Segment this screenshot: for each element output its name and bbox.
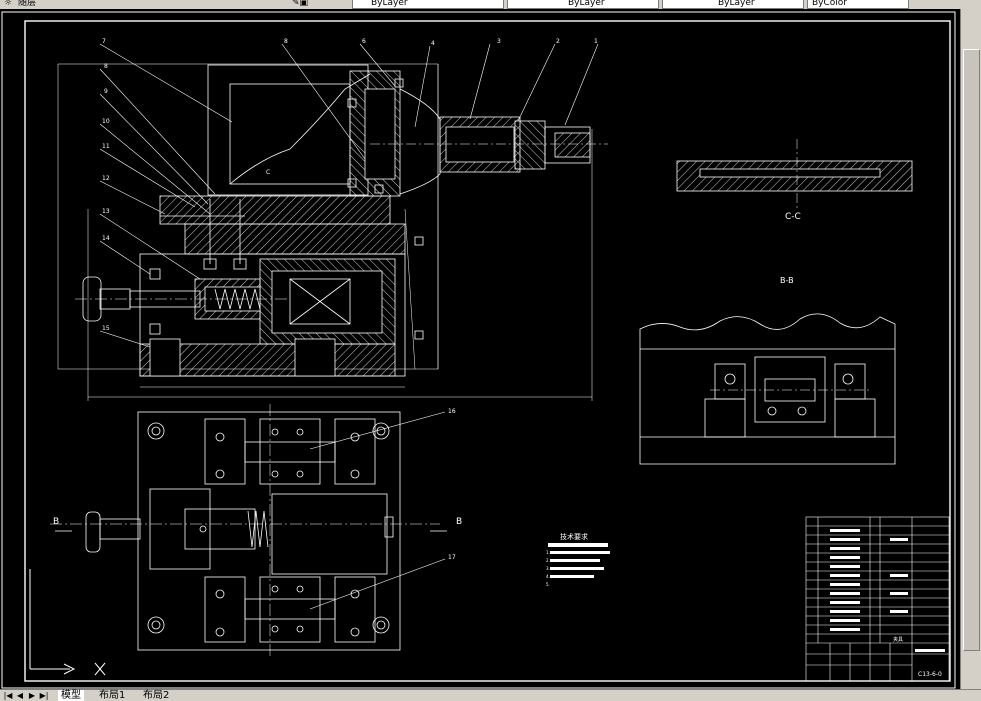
section-c-view (676, 139, 913, 209)
title-block-fill: 夹具 C13-6-0 (830, 529, 945, 678)
part-14: 14 (102, 235, 110, 242)
vertical-scrollbar[interactable] (960, 9, 981, 689)
tech-req-line-5: 5. (546, 582, 550, 587)
part-8-top: 8 (284, 38, 288, 45)
section-c-mark: C (266, 169, 270, 176)
part-6: 6 (362, 38, 366, 45)
technical-requirements: 技术要求 1. 2. 3. 4. 5. (546, 532, 610, 587)
part-leaders (99, 43, 599, 348)
part-10: 10 (102, 118, 110, 125)
tech-req-line-3: 3. (546, 566, 550, 571)
part-7: 7 (102, 38, 106, 45)
prev-tab-nav-icon[interactable]: ◀ (16, 691, 24, 700)
sheet-inner-border (24, 20, 951, 682)
linetype-combo[interactable]: ByLayer (507, 0, 659, 9)
section-b-arrow-right: B (456, 517, 462, 527)
section-c-label: C-C (785, 212, 801, 222)
scrollbar-thumb[interactable] (963, 49, 980, 651)
part-3: 3 (497, 38, 501, 45)
layer-label: 随层 (18, 0, 37, 8)
part-13: 13 (102, 208, 110, 215)
part-17: 17 (448, 554, 456, 561)
title-block-code: C13-6-0 (918, 671, 942, 678)
section-b-arrow-left: B (53, 517, 59, 527)
layer-state-icon[interactable]: ☼ (4, 0, 13, 8)
plan-view (50, 404, 447, 659)
main-section-view (57, 63, 608, 401)
part-15: 15 (102, 325, 110, 332)
part-number-labels: 7 8 6 4 3 2 1 8 9 10 11 12 13 14 15 16 1… (102, 38, 598, 561)
plan-leaders (309, 411, 446, 610)
tab-model[interactable]: 模型 (58, 690, 84, 701)
lineweight-combo[interactable]: ByLayer (662, 0, 804, 9)
tech-req-line-2: 2. (546, 558, 550, 563)
part-8: 8 (104, 63, 108, 70)
next-tab-nav-icon[interactable]: ▶ (28, 691, 36, 700)
sheet-outer-border (1, 11, 956, 689)
tech-req-line-1: 1. (546, 550, 550, 555)
part-2: 2 (556, 38, 560, 45)
title-block (805, 516, 950, 682)
part-4: 4 (431, 40, 435, 47)
part-1: 1 (594, 38, 598, 45)
part-16: 16 (448, 408, 456, 415)
last-tab-nav-icon[interactable]: ▶| (39, 691, 49, 700)
first-tab-nav-icon[interactable]: |◀ (3, 691, 13, 700)
part-9: 9 (104, 88, 108, 95)
section-b-view (639, 313, 896, 465)
tab-layout1[interactable]: 布局1 (99, 690, 126, 701)
section-b-label: B-B (780, 276, 794, 285)
cad-drawing: 7 8 6 4 3 2 1 8 9 10 11 12 13 14 15 16 1… (1, 11, 956, 689)
ucs-icon (29, 569, 106, 676)
layer-tools-icon[interactable]: ✎▣ (292, 0, 309, 8)
drawing-canvas[interactable]: 7 8 6 4 3 2 1 8 9 10 11 12 13 14 15 16 1… (0, 9, 960, 689)
tech-req-line-4: 4. (546, 574, 550, 579)
plotstyle-combo[interactable]: ByColor (807, 0, 909, 9)
tab-layout2[interactable]: 布局2 (143, 690, 170, 701)
part-11: 11 (102, 143, 110, 150)
color-combo[interactable]: ByLayer (352, 0, 504, 9)
part-12: 12 (102, 175, 110, 182)
title-block-name: 夹具 (893, 636, 903, 643)
layout-tab-bar: |◀ ◀ ▶ ▶| 模型 布局1 布局2 (0, 689, 981, 701)
tech-req-title: 技术要求 (560, 532, 588, 541)
